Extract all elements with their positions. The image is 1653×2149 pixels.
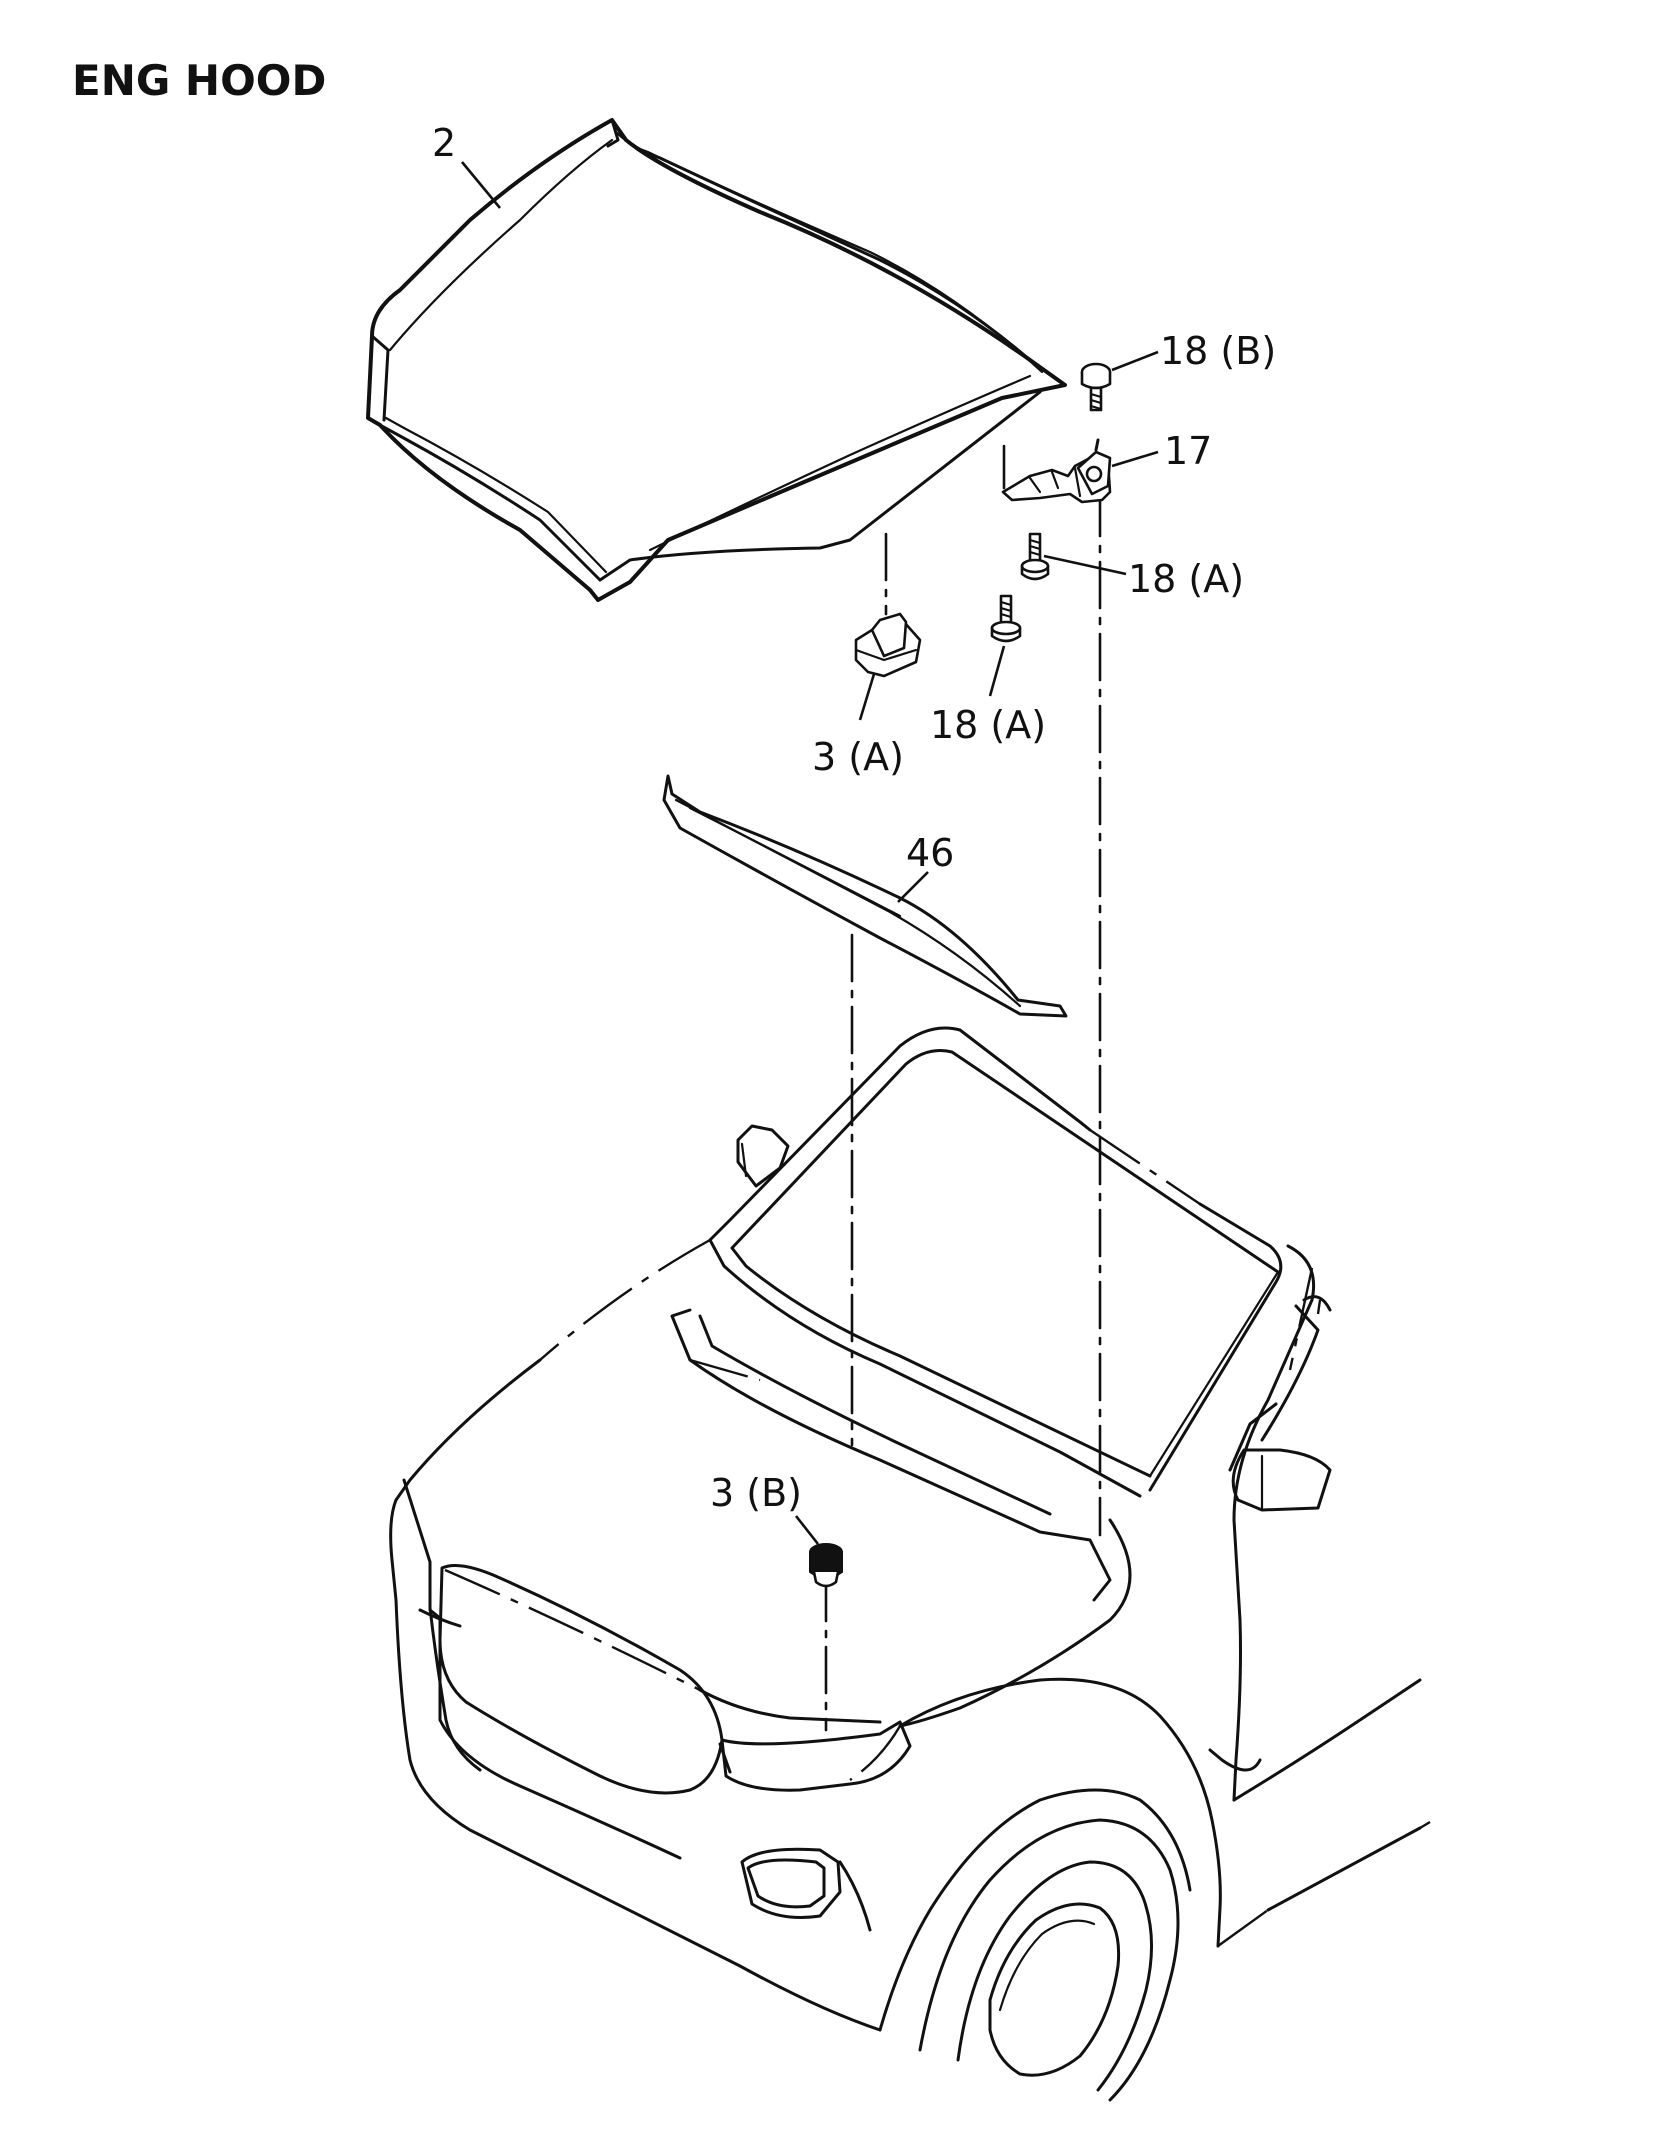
vehicle-body bbox=[389, 1026, 1431, 2102]
hood-seal-46 bbox=[662, 774, 1068, 1018]
callout-hinge: 17 bbox=[1164, 429, 1212, 473]
leader-hinge bbox=[1111, 450, 1159, 468]
callout-bolt-a-upper: 18 (A) bbox=[1128, 557, 1244, 601]
leader-bumper-a bbox=[858, 673, 876, 721]
bolt-18b bbox=[1080, 362, 1112, 412]
leader-bolt-a-lower bbox=[988, 645, 1006, 697]
diagram-title: ENG HOOD bbox=[72, 56, 327, 105]
rubber-bumper-3b bbox=[809, 1543, 843, 1588]
leader-bumper-b bbox=[794, 1515, 820, 1545]
bolt-18a-lower bbox=[990, 594, 1022, 643]
hood-panel bbox=[366, 118, 1067, 602]
leader-bolt-a-upper bbox=[1043, 554, 1127, 576]
leader-bolt-b bbox=[1111, 350, 1159, 372]
callout-bumper-a: 3 (A) bbox=[812, 735, 904, 779]
hood-hinge-17 bbox=[1001, 438, 1112, 504]
bolt-18a-upper bbox=[1020, 532, 1050, 581]
leader-hood bbox=[460, 161, 502, 209]
callout-seal: 46 bbox=[906, 831, 954, 875]
callout-hood: 2 bbox=[432, 121, 456, 165]
callout-bolt-a-lower: 18 (A) bbox=[930, 703, 1046, 747]
rubber-bumper-3a bbox=[854, 612, 922, 678]
callout-bolt-b: 18 (B) bbox=[1160, 329, 1276, 373]
callout-bumper-b: 3 (B) bbox=[710, 1471, 802, 1515]
leader-seal bbox=[897, 871, 929, 903]
